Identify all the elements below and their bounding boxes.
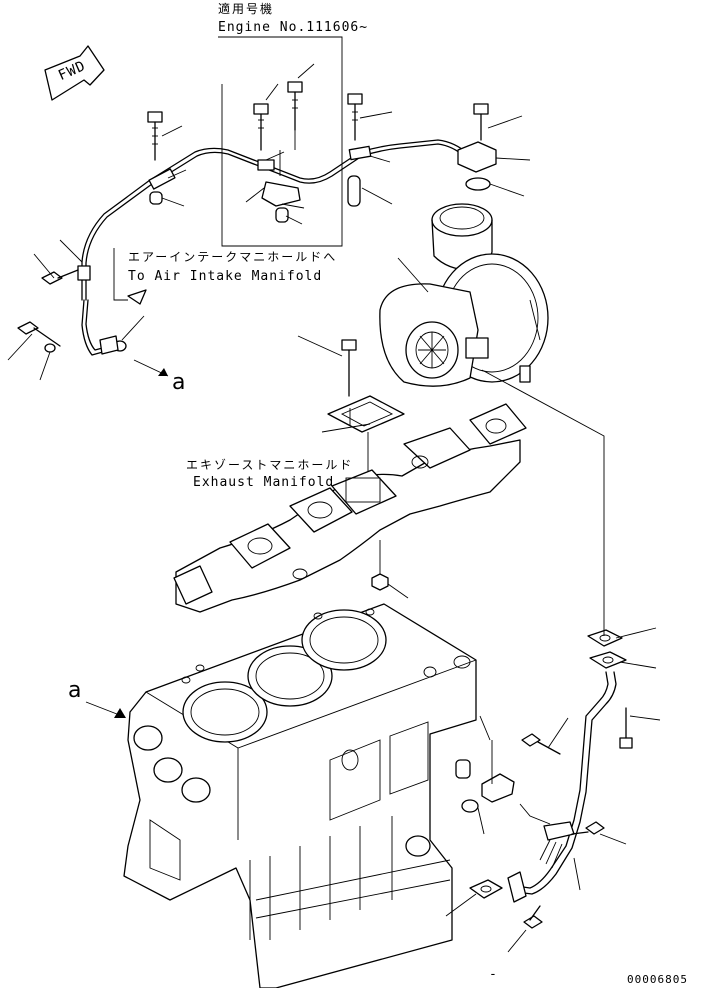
engine-applicability-box — [218, 36, 343, 247]
exhaust-manifold — [173, 403, 527, 613]
reference-a-lower: a — [68, 678, 82, 703]
exhaust-manifold-label-jp: エキゾーストマニホールド — [186, 458, 354, 472]
connection-lines — [367, 369, 605, 825]
air-intake-label-en: To Air Intake Manifold — [128, 269, 323, 284]
exhaust-manifold-label-en: Exhaust Manifold — [193, 475, 335, 490]
banjo-fitting — [457, 141, 497, 191]
boost-pipe — [81, 139, 469, 356]
turbo-mount-bolt — [341, 339, 357, 397]
fwd-arrow-icon — [44, 45, 105, 101]
drawing-number: 00006805 — [627, 973, 688, 986]
air-intake-label-jp: エアーインテークマニホールドへ — [128, 250, 338, 264]
lower-right-bolts — [455, 707, 633, 929]
upper-bolts — [147, 81, 489, 223]
pipe-bracket — [261, 130, 301, 207]
reference-arrows — [85, 359, 169, 718]
manifold-nut — [371, 573, 389, 591]
reference-a-upper: a — [172, 370, 186, 395]
left-banjo-bolts — [17, 269, 127, 355]
engine-number-label: Engine No.111606~ — [218, 20, 369, 35]
applicability-heading: 適用号機 — [218, 2, 275, 16]
turbocharger — [379, 203, 549, 387]
tube-gaskets — [469, 629, 627, 899]
tube-bracket — [481, 740, 515, 803]
cylinder-block — [123, 603, 477, 988]
exhaust-gasket — [327, 395, 405, 433]
oil-drain-tube — [507, 671, 617, 903]
leader-lines — [7, 63, 661, 953]
pipe-clamps — [77, 145, 372, 281]
air-intake-direction-arrow — [113, 248, 147, 305]
page-mark: - — [489, 967, 498, 982]
